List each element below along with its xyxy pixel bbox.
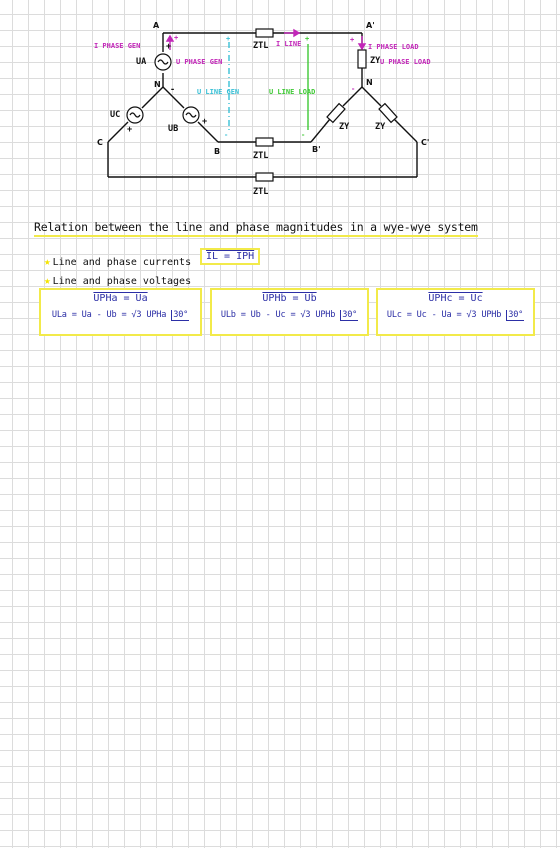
- label-phase-voltage-gen: U PHASE GEN: [176, 58, 222, 66]
- line-impedance-middle: [255, 137, 274, 147]
- line-impedance-bottom: [255, 172, 274, 182]
- minus-magenta-load: -: [351, 85, 355, 93]
- line-impedance-top: [255, 28, 274, 38]
- node-b-prime: B': [312, 145, 321, 154]
- load-impedance-top: [357, 49, 367, 69]
- bullet-voltages: ★Line and phase voltages: [44, 274, 191, 287]
- phase-equation-a: UPHa = Ua: [93, 293, 148, 304]
- label-ztl-top: ZTL: [253, 41, 268, 51]
- wye-wye-circuit-diagram: A A' N N B B' C C' UA UC UB ZTL ZTL ZTL …: [94, 21, 431, 197]
- label-phase-current-load: I PHASE LOAD: [368, 43, 419, 51]
- node-a: A: [153, 21, 160, 30]
- equation-box-a: UPHa = Ua ULa = Ua - Ub = √3 UPHa 30°: [39, 288, 202, 336]
- minus-gen: -: [170, 85, 175, 95]
- line-equation-a: ULa = Ua - Ub = √3 UPHa: [51, 310, 172, 320]
- source-b: [182, 106, 200, 124]
- load-impedance-right: [378, 102, 398, 124]
- circuit-wires: [107, 32, 418, 178]
- node-a-prime: A': [366, 21, 375, 30]
- label-ztl-bottom: ZTL: [253, 187, 268, 197]
- label-phase-current-gen: I PHASE GEN: [94, 42, 140, 50]
- bullet-voltages-label: Line and phase voltages: [52, 276, 192, 287]
- load-impedance-left: [326, 102, 346, 124]
- angle-c: 30°: [506, 310, 525, 321]
- section-title: Relation between the line and phase magn…: [34, 220, 478, 237]
- plus-ub: +: [202, 117, 207, 127]
- node-b: B: [214, 147, 220, 156]
- label-line-voltage-gen: U LINE GEN: [197, 88, 239, 96]
- phase-equation-b: UPHb = Ub: [262, 293, 317, 304]
- equation-box-c: UPHc = Uc ULc = Uc - Ua = √3 UPHb 30°: [376, 288, 535, 336]
- label-phase-voltage-load: U PHASE LOAD: [380, 58, 431, 66]
- node-c: C: [97, 138, 103, 147]
- source-a: [154, 53, 172, 71]
- node-n-gen: N: [154, 80, 161, 89]
- current-equation-box: IL = IPH: [200, 248, 261, 265]
- plus-magenta-gen: +: [174, 34, 178, 42]
- current-equation: IL = IPH: [206, 251, 255, 262]
- plus-cyan: +: [226, 35, 230, 43]
- minus-green: -: [301, 131, 305, 139]
- minus-cyan: -: [224, 131, 228, 139]
- angle-b: 30°: [340, 310, 359, 321]
- label-uc: UC: [110, 110, 120, 120]
- phase-current-gen-arrow: [165, 34, 175, 50]
- label-zy-left: ZY: [339, 122, 350, 132]
- line-equation-c: ULc = Uc - Ua = √3 UPHb: [386, 310, 507, 320]
- source-c: [126, 106, 144, 124]
- label-ub: UB: [168, 124, 178, 134]
- label-zy-right: ZY: [375, 122, 386, 132]
- phase-current-load-arrow: [357, 36, 367, 51]
- plus-magenta-load: +: [350, 36, 354, 44]
- equation-box-b: UPHb = Ub ULb = Ub - Uc = √3 UPHb 30°: [210, 288, 369, 336]
- label-ua: UA: [136, 57, 146, 67]
- node-c-prime: C': [421, 138, 429, 147]
- label-ztl-middle: ZTL: [253, 151, 268, 161]
- line-current-arrow: [284, 28, 301, 38]
- line-equation-b: ULb = Ub - Uc = √3 UPHb: [220, 310, 341, 320]
- label-line-voltage-load: U LINE LOAD: [269, 88, 315, 96]
- bullet-currents: ★Line and phase currents: [44, 255, 191, 268]
- star-icon: ★: [44, 255, 51, 268]
- star-icon: ★: [44, 274, 51, 287]
- label-zy-top: ZY: [370, 56, 381, 66]
- bullet-currents-label: Line and phase currents: [52, 257, 192, 268]
- plus-uc: +: [127, 125, 132, 135]
- angle-a: 30°: [171, 310, 190, 321]
- phase-equation-c: UPHc = Uc: [428, 293, 483, 304]
- node-n-load: N: [366, 78, 373, 87]
- plus-green: +: [305, 35, 309, 43]
- label-line-current: I LINE: [276, 40, 301, 48]
- plus-ua: +: [166, 42, 171, 52]
